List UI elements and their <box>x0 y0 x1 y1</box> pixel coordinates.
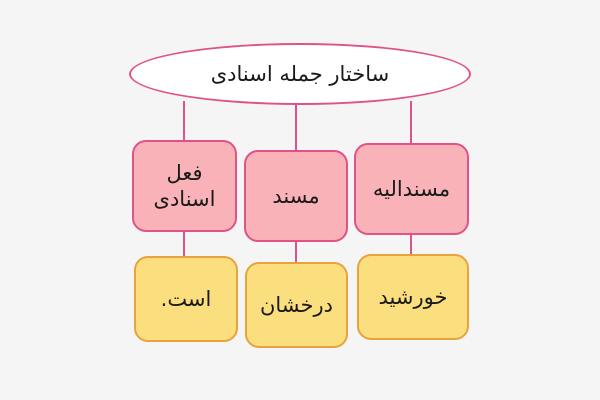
node-fel-esnadi: فعل اسنادی <box>132 140 237 232</box>
node-root-label: ساختار جمله اسنادی <box>210 61 390 86</box>
node-derakhshan-label: درخشان <box>259 292 334 317</box>
node-ast: است. <box>134 256 238 342</box>
node-mosnad-elayh: مسندالیه <box>354 143 469 235</box>
node-ast-label: است. <box>160 286 212 311</box>
node-khorshid: خورشید <box>357 254 469 340</box>
node-mosnad-label: مسند <box>272 183 320 208</box>
node-mosnad-elayh-label: مسندالیه <box>372 176 451 201</box>
node-mosnad: مسند <box>244 150 348 242</box>
node-khorshid-label: خورشید <box>378 284 448 309</box>
node-derakhshan: درخشان <box>245 262 348 348</box>
node-fel-esnadi-label: فعل اسنادی <box>153 160 216 211</box>
node-root: ساختار جمله اسنادی <box>129 43 471 105</box>
